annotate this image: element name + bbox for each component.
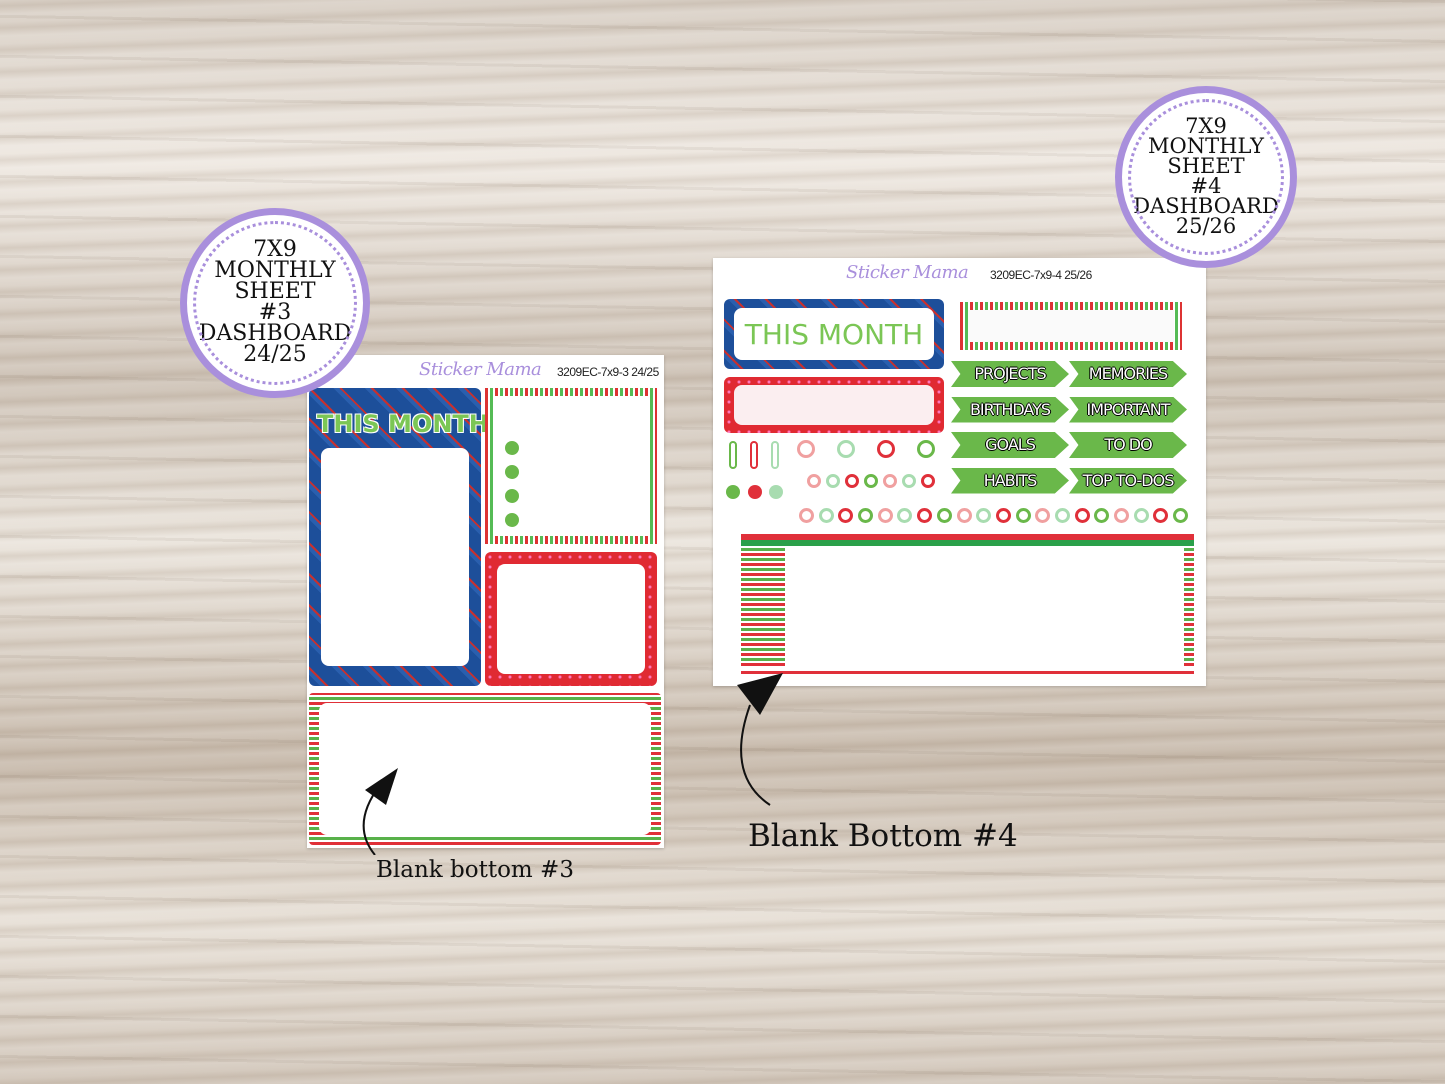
label-flag: MEMORIES (1069, 361, 1187, 387)
ring-sticker (877, 508, 893, 523)
sheet-code: 3209EC-7x9-3 24/25 (557, 365, 659, 379)
label-flag: PROJECTS (951, 361, 1069, 387)
badge-line: MONTHLY (214, 258, 336, 284)
snowflake-banner (724, 377, 944, 433)
arrow-icon (737, 673, 783, 806)
paperclip-icon (771, 441, 779, 469)
this-month-title: THIS MONTH (317, 410, 489, 438)
label-flag: TOP TO-DOS (1069, 467, 1187, 494)
checker-box (960, 302, 1182, 350)
ring-sticker (799, 508, 814, 523)
badge-line: 24/25 (243, 341, 307, 367)
ring-sticker (917, 440, 935, 458)
ring-sticker (818, 508, 834, 523)
badge-line: #3 (258, 300, 292, 325)
ring-sticker (864, 474, 878, 488)
badge-line: MONTHLY (1148, 134, 1264, 159)
badge-line: DASHBOARD (198, 320, 352, 346)
ring-sticker (858, 508, 874, 523)
ring-sticker (1054, 508, 1070, 523)
ring-sticker (1035, 508, 1051, 523)
ring-sticker (807, 474, 821, 488)
ring-sticker (917, 508, 933, 523)
badge-line: #4 (1190, 174, 1222, 198)
paperclip-icon (729, 441, 737, 469)
label-flag: TO DO (1069, 432, 1187, 458)
ring-sticker (995, 508, 1011, 523)
ring-sticker (838, 508, 854, 523)
ring-sticker (902, 474, 916, 488)
label-flag: IMPORTANT (1069, 396, 1187, 423)
label-flag: GOALS (951, 432, 1069, 458)
checklist-sticker (485, 388, 657, 544)
ring-sticker (1173, 508, 1189, 523)
badge-line: DASHBOARD (1133, 193, 1279, 218)
ring-sticker (1133, 508, 1149, 523)
this-month-banner: THIS MONTH (724, 299, 944, 369)
label-flag: BIRTHDAYS (951, 396, 1069, 423)
ring-sticker (837, 440, 855, 458)
ring-sticker (936, 508, 952, 523)
ring-sticker (826, 474, 840, 488)
pushpin-icon (769, 485, 783, 499)
ring-row-middle (807, 474, 940, 493)
badge-line: 25/26 (1175, 213, 1237, 238)
ring-row-top (797, 440, 943, 458)
brand-logo: Sticker Mama (846, 262, 969, 283)
ring-sticker (877, 440, 895, 458)
ring-row-bottom (799, 508, 1193, 528)
blank-bottom-sticker (309, 693, 661, 845)
arrow-icon (362, 768, 398, 855)
ring-sticker (883, 474, 897, 488)
snowflake-sticker (485, 552, 657, 686)
badge-line: SHEET (1167, 154, 1245, 179)
caption-blank-bottom-4: Blank Bottom #4 (748, 818, 1018, 854)
this-month-title: THIS MONTH (744, 317, 924, 351)
this-month-sticker: THIS MONTH (309, 388, 489, 686)
sheet-code: 3209EC-7x9-4 25/26 (990, 268, 1092, 282)
ring-sticker (1094, 508, 1110, 523)
badge-line: 7X9 (253, 237, 297, 263)
ring-sticker (1074, 508, 1090, 523)
ring-sticker (1114, 508, 1129, 523)
caption-blank-bottom-3: Blank bottom #3 (376, 857, 574, 883)
badge-line: SHEET (234, 279, 316, 305)
ring-sticker (797, 440, 815, 458)
blank-bottom-sticker (741, 534, 1194, 674)
ring-sticker (845, 474, 859, 488)
brand-logo: Sticker Mama (419, 359, 542, 380)
sticker-sheet-3: Sticker Mama 3209EC-7x9-3 24/25 THIS MON… (307, 355, 664, 848)
badge-line: 7X9 (1185, 114, 1227, 139)
sticker-sheet-4: Sticker Mama 3209EC-7x9-4 25/26 THIS MON… (713, 258, 1206, 686)
label-flag: HABITS (951, 467, 1069, 494)
ring-sticker (1015, 508, 1031, 523)
ring-sticker (976, 508, 992, 523)
pushpin-icon (726, 485, 740, 499)
ring-sticker (1153, 508, 1169, 523)
ring-sticker (897, 508, 913, 523)
ring-sticker (921, 474, 935, 488)
paperclip-icon (750, 441, 758, 469)
pushpin-icon (748, 485, 762, 499)
ring-sticker (956, 508, 972, 523)
